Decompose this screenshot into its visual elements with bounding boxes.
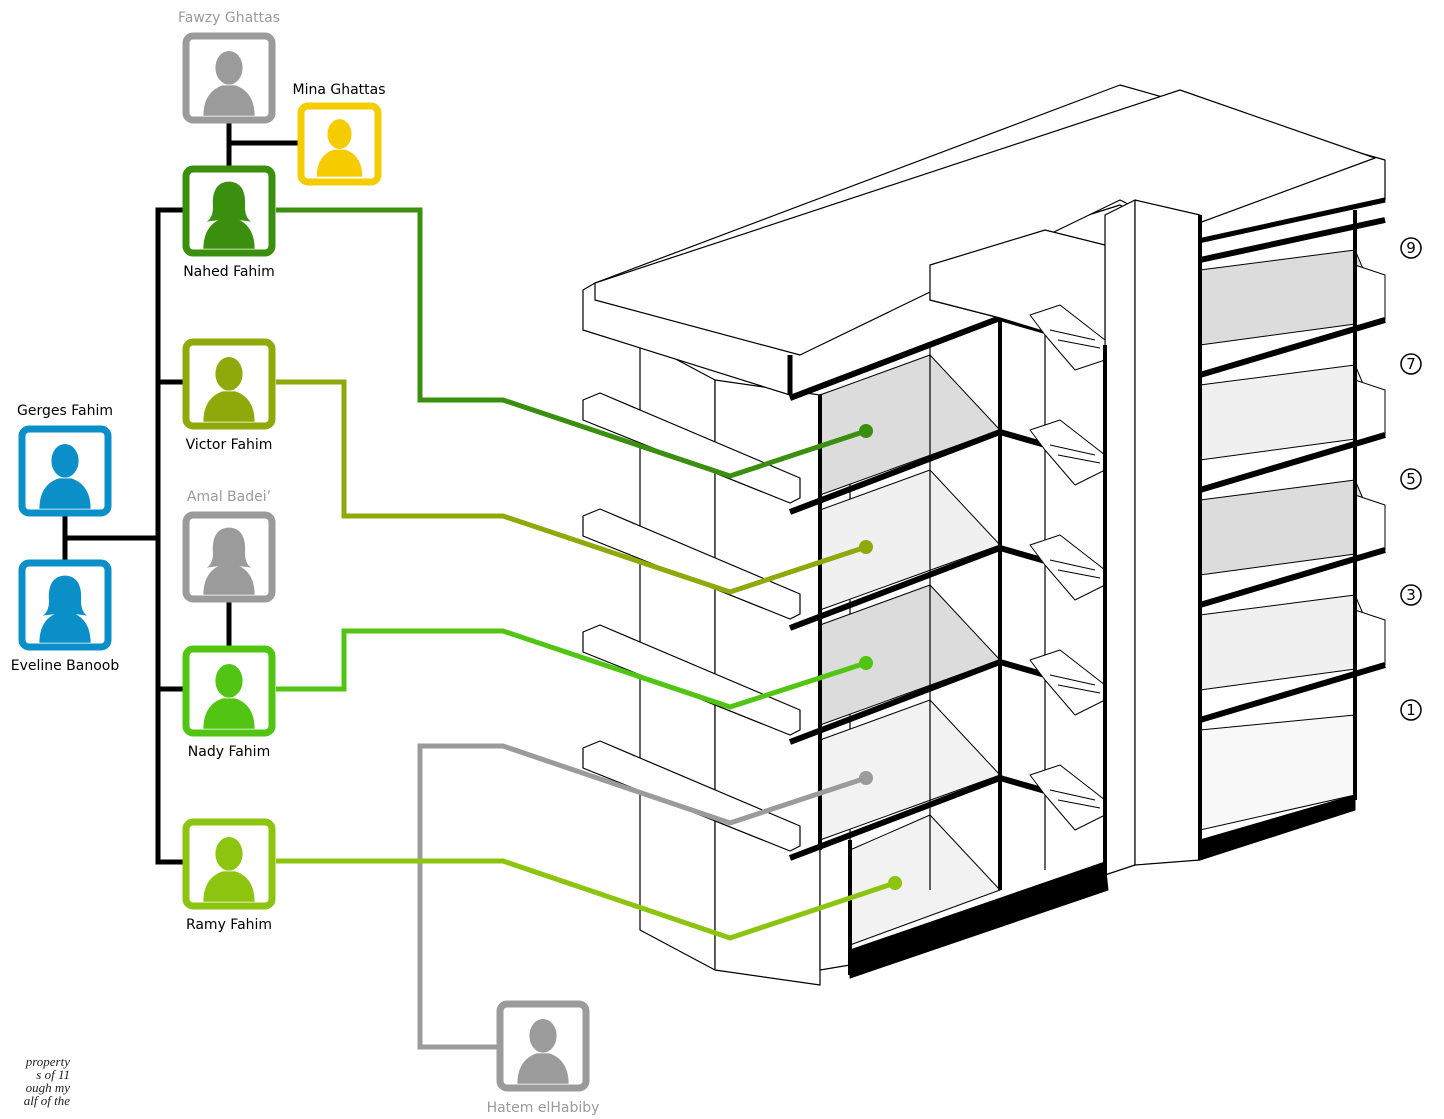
floor-marker-1: 1 [1400, 699, 1422, 721]
person-hatem-elhabiby: Hatem elHabiby [487, 1000, 600, 1116]
cropped-footnote-text: property s of 11 ough my alf of the [23, 1054, 70, 1108]
apartment-building-illustration [582, 84, 1386, 986]
floor-marker-5: 5 [1400, 468, 1422, 490]
connector-hatem-elhabiby [417, 743, 867, 1050]
person-name: Nady Fahim [188, 744, 270, 760]
connector-victor-fahim [276, 379, 867, 595]
person-name: Hatem elHabiby [487, 1100, 600, 1116]
svg-text:7: 7 [1406, 355, 1416, 373]
connector-nahed-fahim [276, 207, 867, 479]
connector-ramy-fahim [276, 858, 896, 941]
person-ramy-fahim: Ramy Fahim [182, 818, 276, 933]
svg-text:5: 5 [1406, 470, 1416, 488]
person-gerges-fahim: Gerges Fahim [17, 403, 113, 517]
person-mina-ghattas: Mina Ghattas [292, 82, 386, 186]
floor-marker-7: 7 [1400, 353, 1422, 375]
person-amal-badei: Amal Badei’ [182, 489, 276, 603]
right-block [1198, 210, 1386, 861]
floor-marker-3: 3 [1400, 584, 1422, 606]
endpoint-victor [859, 540, 873, 554]
svg-text:9: 9 [1406, 239, 1416, 257]
person-nahed-fahim: Nahed Fahim [182, 165, 276, 280]
person-name: Mina Ghattas [292, 82, 385, 98]
family-tree-lines [62, 118, 299, 865]
person-name: Nahed Fahim [183, 264, 275, 280]
svg-text:3: 3 [1406, 586, 1416, 604]
connector-nady-fahim [276, 628, 867, 710]
person-name: Ramy Fahim [186, 917, 272, 933]
endpoint-nahed [859, 424, 873, 438]
person-name: Gerges Fahim [17, 403, 113, 419]
endpoint-ramy [888, 876, 902, 890]
roof-left [582, 84, 1386, 401]
endpoint-nady [859, 656, 873, 670]
person-nady-fahim: Nady Fahim [182, 645, 276, 760]
svg-text:1: 1 [1406, 701, 1416, 719]
connector-endpoints [859, 424, 902, 890]
person-name: Victor Fahim [186, 437, 273, 453]
floor-number-markers: 9 7 5 3 1 [1400, 237, 1422, 721]
person-name: Amal Badei’ [187, 489, 271, 505]
person-eveline-banoob: Eveline Banoob [11, 559, 120, 674]
endpoint-hatem [859, 771, 873, 785]
person-name: Fawzy Ghattas [178, 10, 280, 26]
balconies [582, 392, 801, 852]
staircases [1029, 304, 1106, 831]
person-victor-fahim: Victor Fahim [182, 338, 276, 453]
person-name: Eveline Banoob [11, 658, 120, 674]
floor-connectors [276, 207, 896, 1050]
floor-marker-9: 9 [1400, 237, 1422, 259]
person-fawzy-ghattas: Fawzy Ghattas [178, 10, 280, 124]
